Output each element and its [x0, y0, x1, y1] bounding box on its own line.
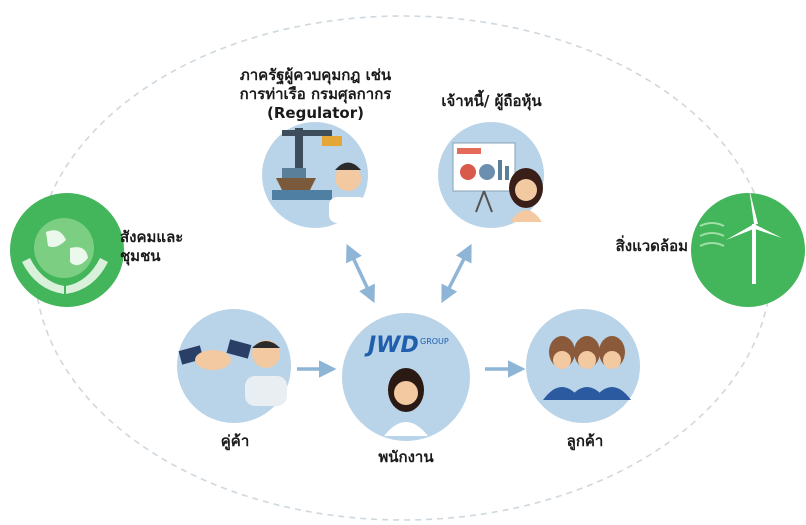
customers-node: [526, 309, 640, 423]
society-label: สังคมและ ชุมชน: [120, 228, 192, 266]
jwd-logo: JWD GROUP: [364, 333, 449, 358]
arrow-creditors-employee: [441, 243, 472, 304]
society-label-line-2: ชุมชน: [120, 247, 161, 265]
customers-group-icon: [543, 336, 631, 400]
employees-label: พนักงาน: [366, 448, 446, 467]
regulator-label-line-1: ภาครัฐผู้ควบคุมกฎ เช่น: [239, 66, 392, 84]
environment-label-text: สิ่งแวดล้อม: [615, 237, 688, 255]
regulator-node: [262, 122, 368, 228]
logo-subtext: GROUP: [420, 337, 449, 346]
port-crane-icon: [272, 128, 342, 200]
presentation-board-icon: [452, 142, 516, 213]
society-node: [10, 193, 124, 307]
officer-icon: [329, 162, 367, 223]
employees-node: JWD GROUP: [342, 313, 470, 441]
arrow-regulator-employee: [346, 243, 375, 304]
employees-label-text: พนักงาน: [378, 448, 434, 466]
society-label-line-1: สังคมและ: [120, 228, 184, 246]
employee-woman-icon: [384, 368, 428, 436]
logo-text: JWD: [364, 333, 419, 358]
wind-turbine-icon: [699, 188, 782, 284]
creditors-label-text: เจ้าหนี้/ ผู้ถือหุ้น: [441, 92, 542, 110]
creditors-label: เจ้าหนี้/ ผู้ถือหุ้น: [424, 92, 559, 111]
handshake-icon: [178, 339, 252, 370]
partners-node: [177, 309, 291, 423]
customers-label: ลูกค้า: [555, 432, 615, 451]
dashed-ring: [34, 15, 772, 521]
environment-label: สิ่งแวดล้อม: [596, 237, 688, 256]
globe-hands-icon: [22, 218, 108, 294]
partners-label-text: คู่ค้า: [220, 432, 250, 450]
woman-presenter-icon: [509, 168, 543, 222]
customers-label-text: ลูกค้า: [566, 432, 604, 450]
businessman-icon: [245, 340, 287, 406]
creditors-node: [438, 122, 544, 228]
regulator-label-line-3: (Regulator): [267, 104, 364, 122]
partners-label: คู่ค้า: [205, 432, 265, 451]
regulator-label: ภาครัฐผู้ควบคุมกฎ เช่น การท่าเรือ กรมศุล…: [238, 66, 393, 123]
regulator-label-line-2: การท่าเรือ กรมศุลกากร: [239, 85, 392, 103]
environment-node: [691, 188, 805, 307]
